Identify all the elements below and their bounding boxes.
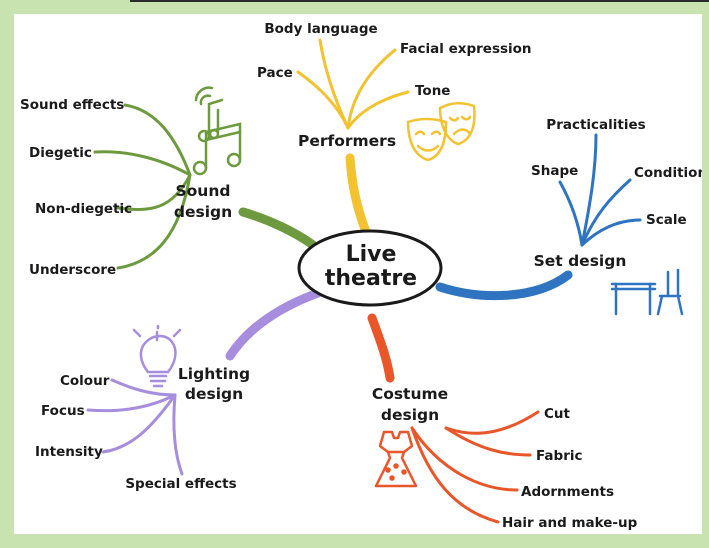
costume-design-title-line1: Costume <box>372 385 448 403</box>
set-design-item: Scale <box>646 212 687 228</box>
lighting-design-title-line1: Lighting <box>178 365 250 383</box>
sound-design-item: Non-diegetic <box>35 201 132 217</box>
costume-design-item: Adornments <box>521 484 614 500</box>
sound-design-spoke <box>238 207 318 250</box>
sound-design-item: Sound effects <box>20 97 124 113</box>
lighting-design-sub-branches <box>86 378 184 476</box>
lighting-design-item: Focus <box>41 403 85 419</box>
lighting-design-spoke <box>225 288 323 361</box>
table-chair-icon <box>610 268 684 316</box>
costume-design-item: Fabric <box>536 448 583 464</box>
lighting-design-item: Special effects <box>125 476 236 492</box>
set-design-item: Condition <box>634 165 702 181</box>
performers-title: Performers <box>298 132 396 150</box>
set-design-item: Practicalities <box>546 117 645 133</box>
sound-design-item: Underscore <box>29 262 116 278</box>
centre-title-line2: theatre <box>325 266 417 291</box>
costume-design-sub-branches <box>410 410 540 524</box>
top-rule <box>130 0 709 2</box>
diagram-card: Live theatre Performers Set design Costu… <box>14 14 702 534</box>
set-design-title: Set design <box>534 252 627 270</box>
mind-map: Live theatre Performers Set design Costu… <box>20 21 702 531</box>
performers-item: Tone <box>415 83 450 99</box>
costume-design-spoke <box>367 313 395 383</box>
sound-design-item: Diegetic <box>29 145 92 161</box>
sound-design-title-line2: design <box>174 203 232 221</box>
costume-design-item: Hair and make-up <box>502 515 638 531</box>
dress-icon <box>374 430 418 488</box>
centre-title-line1: Live <box>346 242 397 267</box>
lighting-design-title-line2: design <box>185 385 243 403</box>
light-bulb-icon <box>132 324 182 388</box>
sound-design-sub-branches <box>93 103 192 270</box>
costume-design-title-line2: design <box>381 406 439 424</box>
performers-item: Pace <box>257 65 293 81</box>
set-design-item: Shape <box>531 163 578 179</box>
lighting-design-item: Intensity <box>35 444 103 460</box>
centre-ellipse <box>297 229 443 307</box>
set-design-spoke <box>435 270 573 301</box>
theatre-masks-icon <box>406 102 476 162</box>
performers-sub-branches <box>296 38 410 130</box>
costume-design-item: Cut <box>544 406 571 422</box>
performers-item: Body language <box>264 21 377 37</box>
lighting-design-item: Colour <box>60 373 110 389</box>
performers-item: Facial expression <box>400 41 532 57</box>
set-design-sub-branches <box>558 133 642 247</box>
performers-spoke <box>345 153 371 237</box>
music-notes-icon <box>192 86 242 176</box>
sound-design-title-line1: Sound <box>176 182 231 200</box>
